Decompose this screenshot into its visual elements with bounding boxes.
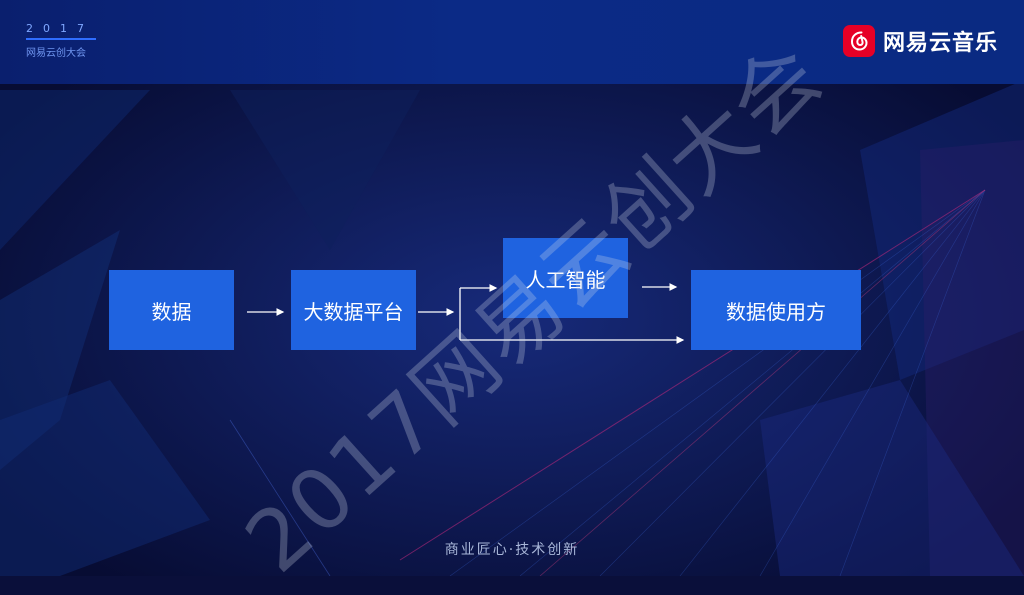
node-data-consumer: 数据使用方 xyxy=(691,270,861,350)
netease-cloud-music-icon xyxy=(842,25,875,57)
event-name: 网易云创大会 xyxy=(26,48,86,59)
header-bar: 2017 网易云创大会 网易云音乐 xyxy=(0,0,1024,84)
node-data: 数据 xyxy=(109,270,234,350)
brand-logo: 网易云音乐 xyxy=(842,25,998,57)
footer-tagline: 商业匠心·技术创新 xyxy=(444,542,580,558)
node-big-data-platform: 大数据平台 xyxy=(291,270,416,350)
node-ai: 人工智能 xyxy=(503,238,628,318)
flow-arrows xyxy=(247,283,685,344)
event-divider xyxy=(26,38,96,40)
brand-name: 网易云音乐 xyxy=(882,31,998,56)
event-year: 2017 xyxy=(26,22,94,35)
